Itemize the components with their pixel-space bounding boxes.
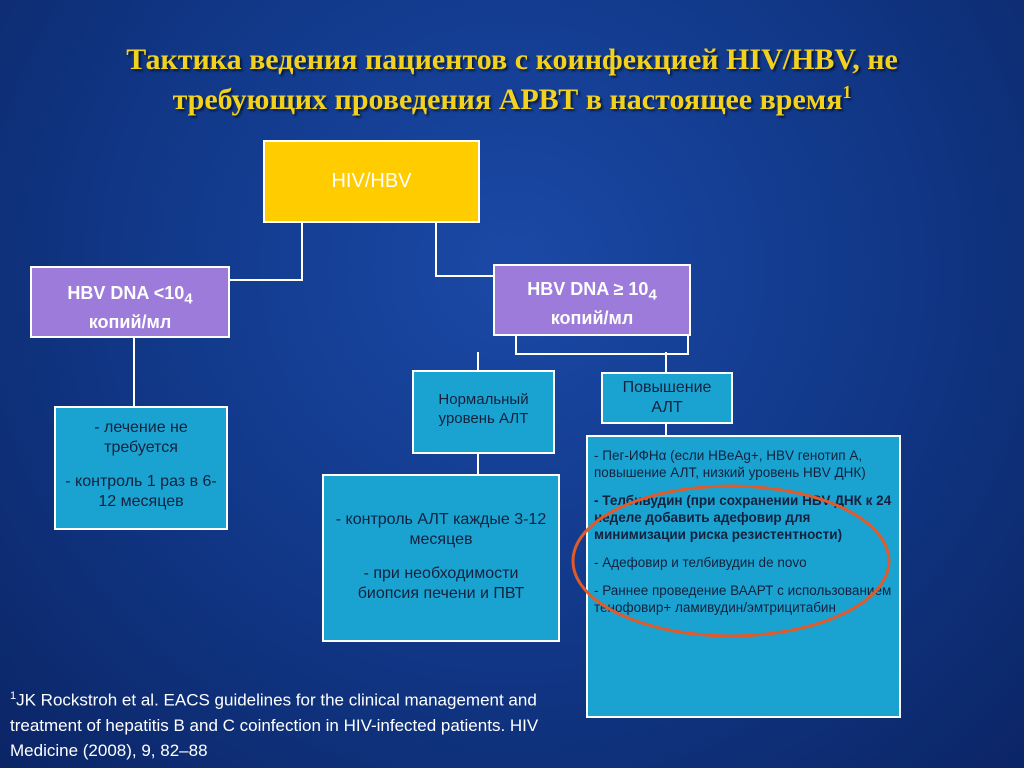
elevated-detail-2: - Телбивудин (при сохранении HBV ДНК к 2… (594, 493, 892, 542)
hbv-dna-low-unit: копий/мл (88, 311, 172, 332)
hbv-dna-high-sub: 4 (648, 286, 657, 304)
hbv-dna-high-unit: копий/мл (550, 307, 634, 328)
root-label: HIV/HBV (331, 170, 412, 192)
title-line-1: Тактика ведения пациентов с коинфекцией … (126, 43, 898, 76)
connector-right-split (515, 336, 689, 355)
source-citation: 1JK Rockstroh et al. EACS guidelines for… (10, 684, 570, 763)
elevated-alt-box: Повышение АЛТ (601, 372, 733, 424)
normal-alt-label: Нормальный уровень АЛТ (438, 391, 529, 427)
hbv-dna-low-prefix: HBV DNA <10 (67, 283, 185, 303)
low-detail-1: - лечение не требуется (94, 419, 188, 456)
root-box: HIV/HBV (263, 140, 480, 223)
connector-root-right (435, 222, 496, 277)
source-footnote-mark: 1 (10, 690, 17, 702)
hbv-dna-high-prefix: HBV DNA ≥ 10 (527, 279, 649, 299)
title-line-2: требующих проведения АРВТ в настоящее вр… (172, 83, 843, 116)
normal-detail-2: - при необходимости биопсия печени и ПВТ (357, 565, 525, 602)
hbv-dna-high-box: HBV DNA ≥ 104 копий/мл (493, 264, 691, 336)
source-text: JK Rockstroh et al. EACS guidelines for … (10, 690, 539, 760)
slide-title: Тактика ведения пациентов с коинфекцией … (20, 40, 1004, 120)
elevated-detail-1: - Пег-ИФНα (если HBeAg+, HBV генотип А, … (594, 448, 866, 480)
title-footnote-mark: 1 (842, 82, 852, 102)
normal-alt-box: Нормальный уровень АЛТ (412, 370, 555, 454)
normal-detail-box: - контроль АЛТ каждые 3-12 месяцев - при… (322, 474, 560, 642)
low-detail-box: - лечение не требуется - контроль 1 раз … (54, 406, 228, 530)
elevated-detail-3: - Адефовир и телбивудин de novo (594, 555, 807, 570)
elevated-alt-label: Повышение АЛТ (622, 379, 712, 416)
elevated-detail-box: - Пег-ИФНα (если HBeAg+, HBV генотип А, … (586, 435, 901, 718)
elevated-detail-4: - Раннее проведение ВААРТ с использовани… (594, 583, 892, 615)
hbv-dna-low-sub: 4 (184, 290, 193, 308)
hbv-dna-low-box: HBV DNA <104 копий/мл (30, 266, 230, 338)
normal-detail-1: - контроль АЛТ каждые 3-12 месяцев (335, 511, 547, 548)
low-detail-2: - контроль 1 раз в 6-12 месяцев (65, 473, 217, 510)
